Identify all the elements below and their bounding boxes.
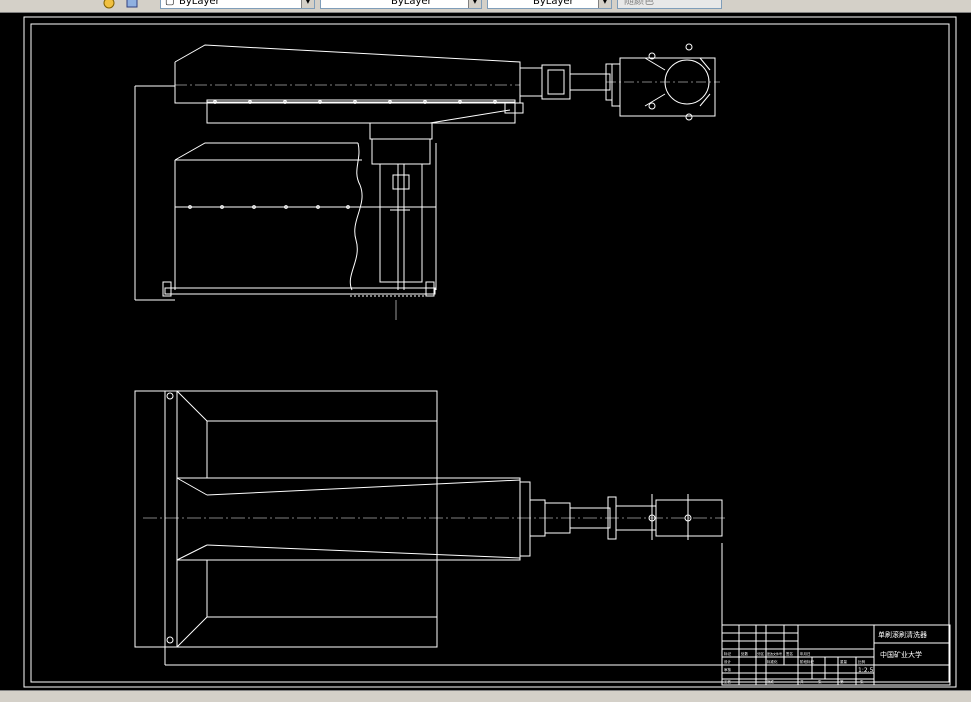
- lineweight-dropdown-icon[interactable]: ▼: [468, 0, 481, 8]
- command-area[interactable]: [0, 690, 971, 702]
- tb-label-qianming: 签名: [786, 651, 793, 656]
- tb-label-bili: 比例: [858, 659, 866, 664]
- title-block: [721, 624, 951, 686]
- layer-previous-icon[interactable]: [125, 0, 139, 10]
- lineweight-select-value: ByLayer: [391, 0, 432, 7]
- lineweight-select[interactable]: ByLayer ▼: [320, 0, 482, 9]
- tb-label-pizhun: 批准: [767, 679, 775, 684]
- tb-label-nianyueri: 年月日: [800, 651, 811, 656]
- front-view: [134, 43, 720, 320]
- top-view: [134, 390, 725, 666]
- linetype-select-icon: ▢: [165, 0, 175, 7]
- color-select-value: 随颜色: [624, 0, 654, 7]
- linetype-dropdown-icon[interactable]: ▼: [301, 0, 314, 8]
- tb-label-zhang1: 张: [818, 679, 822, 684]
- tb-label-chushu: 处数: [741, 651, 749, 656]
- tb-label-fenqu: 分区: [757, 651, 765, 656]
- plotstyle-select[interactable]: ByLayer ▼: [487, 0, 612, 9]
- school-name: 中国矿业大学: [880, 650, 922, 659]
- layer-state-icon[interactable]: [103, 0, 117, 10]
- linetype-select[interactable]: ▢ ByLayer ▼: [160, 0, 315, 9]
- outer-border: [23, 16, 957, 688]
- rail-bolts: [213, 100, 497, 104]
- scale-value: 1:2.5: [858, 667, 874, 674]
- properties-toolbar: ▢ ByLayer ▼ ByLayer ▼ ByLayer ▼ 随颜色: [0, 0, 971, 13]
- tb-label-gong: 共: [800, 679, 804, 684]
- color-select[interactable]: 随颜色: [617, 0, 722, 9]
- tb-label-zhongliang: 重量: [840, 659, 848, 664]
- tb-label-zhang2: 张: [860, 679, 864, 684]
- tb-label-sheji: 设计: [724, 659, 732, 664]
- linetype-select-value: ByLayer: [179, 0, 220, 7]
- tb-label-biaoji: 标记: [724, 651, 732, 656]
- drawing-name: 单刷滚刷清洗器: [878, 630, 927, 639]
- drawing-canvas[interactable]: 单刷滚刷清洗器 中国矿业大学 1:2.5 标记 处数 分区 更改文件号 签名 年…: [0, 12, 971, 690]
- tb-label-genggai: 更改文件号: [767, 651, 782, 656]
- base-bolts: [188, 205, 350, 209]
- tb-label-di: 第: [840, 679, 844, 684]
- tb-label-biaozhunhua: 标准化: [767, 659, 778, 664]
- tb-label-shenhe: 审核: [724, 667, 732, 672]
- plotstyle-dropdown-icon[interactable]: ▼: [598, 0, 611, 8]
- inner-border: [30, 23, 950, 683]
- tb-label-gongyi: 工艺: [724, 679, 732, 684]
- tb-label-jieduan: 阶段标记: [800, 659, 814, 664]
- plotstyle-select-value: ByLayer: [533, 0, 574, 7]
